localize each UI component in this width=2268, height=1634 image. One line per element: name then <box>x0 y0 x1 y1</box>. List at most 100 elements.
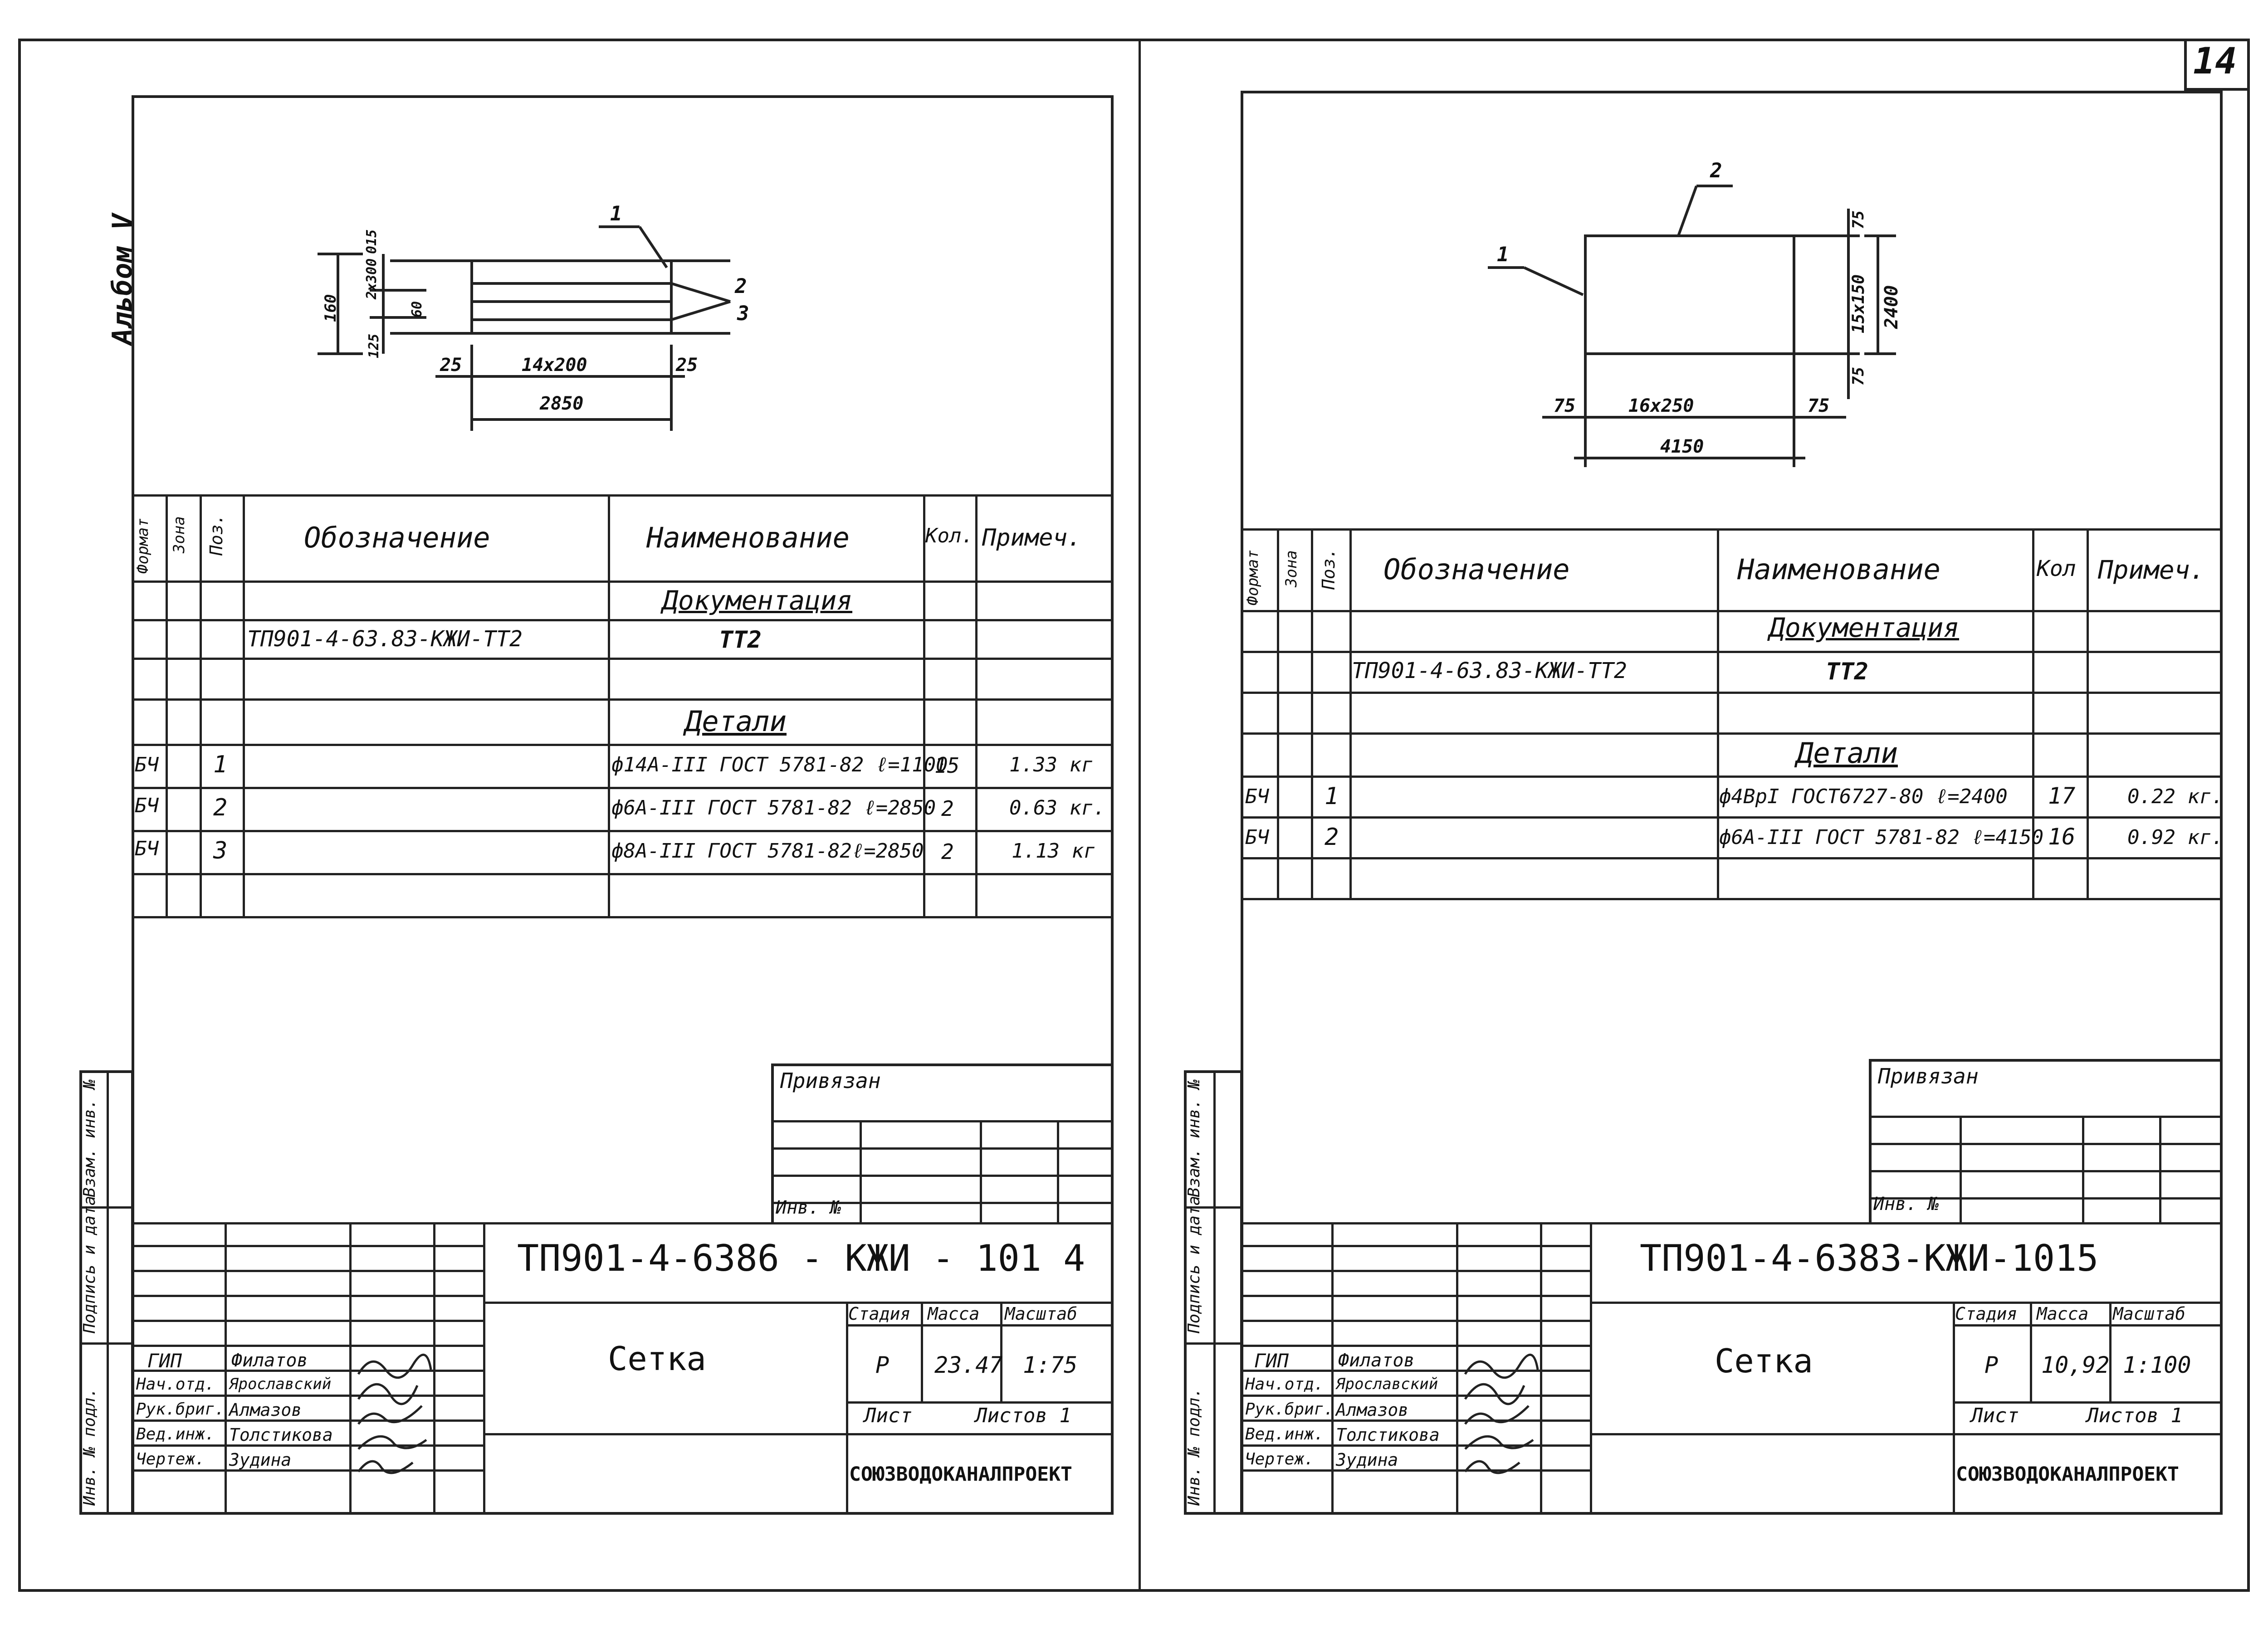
right-name-3: Алмазов <box>1336 1400 1409 1420</box>
right-role-4: Вед.инж. <box>1245 1425 1324 1444</box>
left-org: СОЮЗВОДОКАНАЛПРОЕКТ <box>849 1463 1072 1486</box>
right-massa-label: Масса <box>2037 1304 2089 1324</box>
right-row1-pos: 1 <box>1325 783 1339 810</box>
left-massa: 23.47 <box>934 1352 1003 1378</box>
left-section-parts: Детали <box>685 705 787 738</box>
left-row2-note: 0.63 кг. <box>1009 796 1105 819</box>
left-row1-qty: 15 <box>934 753 960 778</box>
right-hdr-poz: Поз. <box>1319 548 1339 590</box>
right-org: СОЮЗВОДОКАНАЛПРОЕКТ <box>1956 1463 2179 1486</box>
left-masshtab: 1:75 <box>1023 1352 1078 1378</box>
left-podpis-label: Подпись и дата <box>80 1195 99 1333</box>
left-title-code: ТП901-4-6386 - КЖИ - 101 4 <box>517 1237 1085 1279</box>
left-row1-name: ф14А-III ГОСТ 5781-82 ℓ=1100 <box>611 753 948 776</box>
right-role-3: Рук.бриг. <box>1245 1400 1334 1419</box>
left-row1-format: БЧ <box>135 753 159 776</box>
right-doc-designation: ТП901-4-63.83-КЖИ-ТТ2 <box>1352 658 1627 683</box>
right-row2-name: ф6А-III ГОСТ 5781-82 ℓ=4150 <box>1719 826 2044 849</box>
left-privyazan: Привязан <box>780 1068 881 1093</box>
left-inv-no: Инв. № <box>776 1197 841 1218</box>
right-listov-label: Листов 1 <box>2087 1404 2183 1427</box>
right-dim-total: 4150 <box>1660 436 1704 457</box>
left-doc-name: ТТ2 <box>719 626 762 654</box>
left-role-5: Чертеж. <box>136 1450 205 1468</box>
right-hdr-format: Формат <box>1244 550 1262 605</box>
left-hdr-oboznachenie: Обозначение <box>304 521 490 554</box>
right-section-docs: Документация <box>1769 612 1960 643</box>
right-dim-vpitch: 15х150 <box>1849 274 1868 333</box>
right-row2-qty: 16 <box>2048 824 2076 850</box>
left-dim-015: 015 <box>364 229 380 254</box>
left-row3-format: БЧ <box>135 837 159 860</box>
left-hdr-kol: Кол. <box>925 524 973 547</box>
left-dim-2x300: 2х300 <box>364 258 380 299</box>
left-hdr-zona: Зона <box>170 516 188 553</box>
page-number-box <box>2184 39 2250 91</box>
right-name-5: Зудина <box>1336 1450 1398 1470</box>
right-row1-format: БЧ <box>1245 785 1269 808</box>
right-massa: 10,92 <box>2041 1352 2110 1378</box>
left-callout-3: 3 <box>737 302 749 325</box>
right-row1-note: 0.22 кг. <box>2127 785 2224 808</box>
left-dim-60: 60 <box>409 301 425 317</box>
left-name-3: Алмазов <box>229 1400 302 1420</box>
left-vzam-inv-label: Взам. инв. № <box>80 1079 99 1197</box>
left-sheet-frame <box>132 95 1114 1515</box>
right-doc-name: ТТ2 <box>1826 658 1868 685</box>
left-callout-1: 1 <box>610 202 622 225</box>
left-hdr-primech: Примеч. <box>982 524 1082 551</box>
left-row1-pos: 1 <box>213 751 228 778</box>
right-row2-pos: 2 <box>1325 824 1339 851</box>
right-section-parts: Детали <box>1796 737 1898 770</box>
left-row3-name: ф8А-III ГОСТ 5781-82ℓ=2850 <box>611 839 924 863</box>
left-name-4: Толстикова <box>229 1425 333 1445</box>
left-inv-podl-label: Инв. № подл. <box>80 1387 99 1506</box>
right-role-1: ГИП <box>1254 1350 1289 1372</box>
right-hdr-oboznachenie: Обозначение <box>1383 553 1570 586</box>
right-hdr-kol: Кол <box>2037 556 2076 581</box>
right-dim-75a: 75 <box>1554 395 1576 416</box>
left-name-2: Ярославский <box>229 1375 332 1393</box>
right-podpis-label: Подпись и дата <box>1185 1195 1203 1333</box>
left-massa-label: Масса <box>928 1304 980 1324</box>
right-hdr-primech: Примеч. <box>2098 556 2205 585</box>
left-doc-designation: ТП901-4-63.83-КЖИ-ТТ2 <box>247 626 523 652</box>
left-title-name: Сетка <box>608 1340 706 1378</box>
left-role-4: Вед.инж. <box>136 1425 215 1444</box>
left-row1-note: 1.33 кг <box>1009 753 1094 776</box>
right-masshtab: 1:100 <box>2123 1352 2191 1378</box>
left-row3-note: 1.13 кг <box>1012 839 1096 863</box>
left-list-label: Лист <box>864 1404 912 1427</box>
right-role-5: Чертеж. <box>1245 1450 1314 1468</box>
right-row1-qty: 17 <box>2048 783 2076 809</box>
right-inv-podl-label: Инв. № подл. <box>1185 1387 1203 1506</box>
right-name-2: Ярославский <box>1336 1375 1438 1393</box>
left-row3-qty: 2 <box>941 839 954 864</box>
left-role-3: Рук.бриг. <box>136 1400 225 1419</box>
right-stadiya: Р <box>1984 1352 1999 1378</box>
left-hdr-naimenovanie: Наименование <box>646 521 850 554</box>
left-row2-format: БЧ <box>135 794 159 817</box>
left-masshtab-label: Масштаб <box>1005 1304 1078 1324</box>
left-privyazan-box <box>771 1063 1114 1222</box>
right-sheet-frame <box>1241 91 2223 1515</box>
left-dim-160: 160 <box>322 294 340 322</box>
left-stadiya-label: Стадия <box>848 1304 911 1324</box>
right-vzam-inv-label: Взам. инв. № <box>1185 1079 1203 1197</box>
left-hdr-poz: Поз. <box>206 514 226 556</box>
left-dim-25b: 25 <box>676 355 698 376</box>
outer-frame <box>18 39 2250 1592</box>
left-row2-pos: 2 <box>213 794 228 821</box>
right-row2-format: БЧ <box>1245 826 1269 849</box>
right-role-2: Нач.отд. <box>1245 1375 1324 1394</box>
left-dim-total: 2850 <box>540 393 584 414</box>
left-role-2: Нач.отд. <box>136 1375 215 1394</box>
right-name-1: Филатов <box>1338 1350 1415 1371</box>
left-section-docs: Документация <box>662 585 853 616</box>
right-stadiya-label: Стадия <box>1955 1304 2018 1324</box>
right-dim-2400: 2400 <box>1881 285 1902 329</box>
right-callout-2: 2 <box>1710 159 1722 182</box>
right-dim-75b: 75 <box>1808 395 1830 416</box>
left-row2-qty: 2 <box>941 796 954 821</box>
right-hdr-zona: Зона <box>1282 550 1300 587</box>
